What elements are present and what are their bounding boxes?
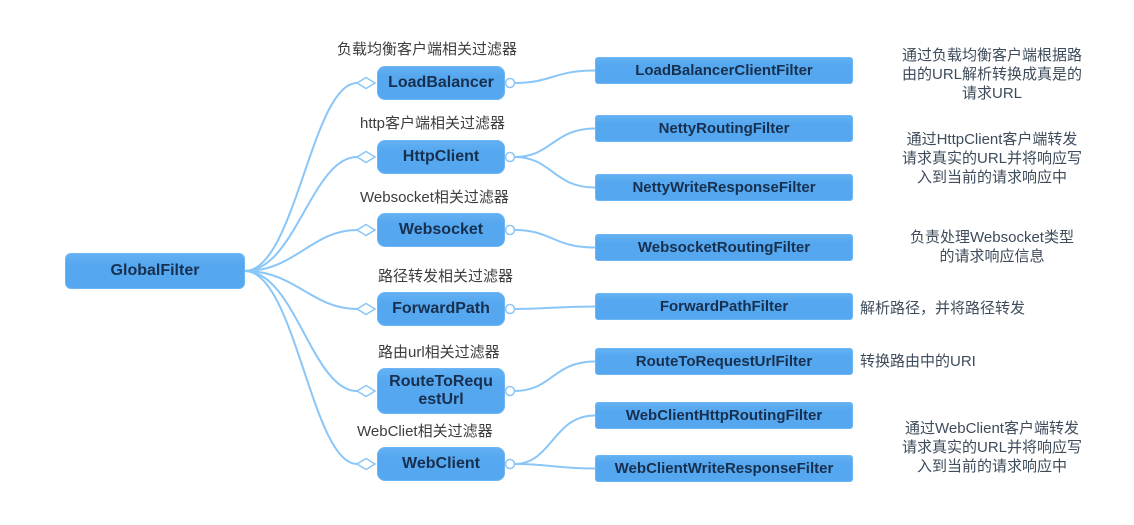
node-nettyroutingfilter[interactable]: NettyRoutingFilter — [595, 115, 853, 142]
description-httpclient: 通过HttpClient客户端转发 请求真实的URL并将响应写 入到当前的请求响… — [901, 131, 1082, 186]
node-loadbalancerclientfilter[interactable]: LoadBalancerClientFilter — [595, 57, 853, 84]
node-webclienthttproutingfilter[interactable]: WebClientHttpRoutingFilter — [595, 402, 853, 429]
group-label-routetorequesturl: 路由url相关过滤器 — [378, 344, 500, 361]
node-nettywriteresponsefilter[interactable]: NettyWriteResponseFilter — [595, 174, 853, 201]
description-webclient: 通过WebClient客户端转发 请求真实的URL并将响应写 入到当前的请求响应… — [901, 420, 1082, 475]
node-globalfilter[interactable]: GlobalFilter — [65, 253, 245, 289]
node-webclient[interactable]: WebClient — [377, 447, 505, 481]
group-label-webclient: WebCliet相关过滤器 — [357, 423, 493, 440]
group-label-loadbalancer: 负载均衡客户端相关过滤器 — [337, 41, 518, 58]
description-websocket: 负责处理Websocket类型 的请求响应信息 — [910, 229, 1074, 265]
node-httpclient[interactable]: HttpClient — [377, 140, 505, 174]
node-routetorequesturl[interactable]: RouteToRequ estUrl — [377, 368, 505, 414]
group-label-httpclient: http客户端相关过滤器 — [360, 115, 506, 132]
node-routetorequesturlfilter[interactable]: RouteToRequestUrlFilter — [595, 348, 853, 375]
node-webclientwriteresponsefilter[interactable]: WebClientWriteResponseFilter — [595, 455, 853, 482]
node-forwardpathfilter[interactable]: ForwardPathFilter — [595, 293, 853, 320]
node-forwardpath[interactable]: ForwardPath — [377, 292, 505, 326]
node-websocket[interactable]: Websocket — [377, 213, 505, 247]
description-forwardpath: 解析路径，并将路径转发 — [860, 300, 1026, 317]
group-label-websocket: Websocket相关过滤器 — [360, 189, 509, 206]
node-websocketroutingfilter[interactable]: WebsocketRoutingFilter — [595, 234, 853, 261]
description-routetorequesturl: 转换路由中的URI — [860, 353, 976, 370]
node-loadbalancer[interactable]: LoadBalancer — [377, 66, 505, 100]
description-loadbalancer: 通过负载均衡客户端根据路 由的URL解析转换成真是的 请求URL — [901, 47, 1082, 102]
group-label-forwardpath: 路径转发相关过滤器 — [378, 268, 514, 285]
